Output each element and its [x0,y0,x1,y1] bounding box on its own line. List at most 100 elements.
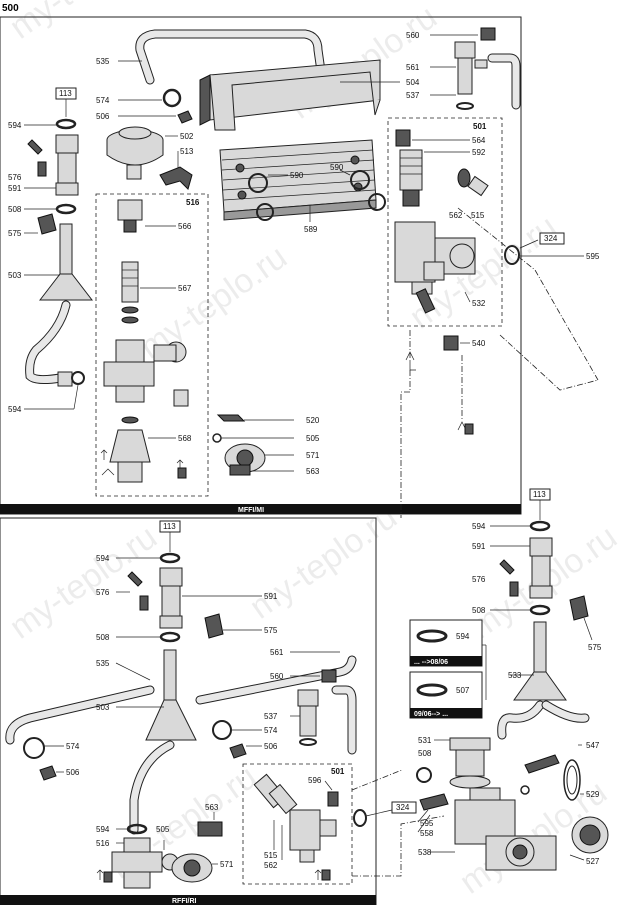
callout-r-591: 591 [472,542,486,551]
callout-591: 591 [8,184,22,193]
part-566-cap [117,199,143,233]
group-label-501-bottom: 501 [331,767,345,776]
part-592-cartridge [399,149,423,207]
part-568-filter-assembly [109,416,151,483]
callout-r-575: 575 [588,643,602,652]
part-504-insulation-cover [199,59,381,131]
part-560-plug [480,27,496,41]
callout-b-594: 594 [96,554,110,563]
part-503-pipe-bottom [129,649,197,835]
part-529-motor-head [571,816,609,854]
callout-502: 502 [180,132,194,141]
group-501-bottom [242,763,353,885]
part-589-heat-exchanger [219,139,377,221]
svg-text:594: 594 [456,632,470,641]
group-501-top [387,117,503,327]
top-section-bar [0,504,521,514]
callout-508: 508 [8,205,22,214]
callout-594-b: 594 [8,405,22,414]
part-590-seal-a [248,173,268,193]
part-576-clip-right [499,559,519,597]
svg-text:507: 507 [456,686,470,695]
callout-574: 574 [96,96,110,105]
svg-text:... -->08/06: ... -->08/06 [414,659,448,666]
part-506-clip [177,110,193,124]
svg-text:09/06--> ...: 09/06--> ... [414,711,448,718]
callout-r-531: 531 [418,736,432,745]
part-590-seal-d [368,193,386,211]
callout-b-575: 575 [264,626,278,635]
callout-b-591: 591 [264,592,278,601]
svg-text:324: 324 [396,803,410,812]
group-516-top [95,193,209,497]
callout-b-576: 576 [96,588,110,597]
callout-b-594-b: 594 [96,825,110,834]
part-508-seal-right [529,604,551,616]
part-501-valve-bottom [253,773,337,863]
part-594-seal-top [55,118,77,130]
callout-568: 568 [178,434,192,443]
part-520-clip [216,414,246,422]
callout-b-508: 508 [96,633,110,642]
callout-b-571: 571 [220,860,234,869]
part-591-union-bottom [159,567,183,629]
callout-b-596: 596 [308,776,322,785]
part-591-union-top [55,134,79,196]
part-561-drain-pipe [487,53,521,110]
bottom-section-frame [0,517,377,905]
callout-r-547: 547 [586,741,600,750]
callout-b-535: 535 [96,659,110,668]
callout-562: 562 [449,211,463,220]
part-564-sensor [395,129,411,147]
part-538-pump-body [454,787,557,871]
callout-b-503: 503 [96,703,110,712]
part-594-seal-right [529,520,551,532]
callout-b-506-a: 506 [66,768,80,777]
part-576-clip-bottom [127,571,149,611]
callout-561: 561 [406,63,420,72]
callout-590-b: 590 [330,163,344,172]
callout-564: 564 [472,136,486,145]
callout-537: 537 [406,91,420,100]
part-531-air-vent [449,737,491,789]
callout-b-537: 537 [264,712,278,721]
ref-box-324-top [539,232,565,245]
callout-575: 575 [8,229,22,238]
group-label-501-top: 501 [473,122,487,131]
part-595-clip-pump [419,793,449,811]
callout-594-a: 594 [8,121,22,130]
bottom-section-bar [0,895,376,905]
callout-b-558: 558 [420,829,434,838]
part-574-seal-bottom-left [23,737,45,759]
part-594-seal-bottom [71,371,85,385]
part-574-seal [162,88,182,108]
part-537-safety-valve-bottom [297,689,319,746]
part-533-pipe-right [497,621,590,740]
callout-b-505: 505 [156,825,170,834]
part-561-drain-bottom [331,685,357,755]
callout-r-529: 529 [586,790,600,799]
callout-b-560: 560 [270,672,284,681]
part-540-nut [443,335,459,351]
part-547-spring [563,759,581,801]
part-590-seal-c [350,170,370,190]
top-section-label: MFFI/MI [238,507,264,514]
part-576-clip-top [27,139,47,177]
part-575-clip-right [569,595,589,621]
part-563-sensor-bottom [197,821,223,837]
part-567-spring-assembly [121,261,139,324]
callout-515: 515 [471,211,485,220]
callout-r-508-b: 508 [418,749,432,758]
bottom-section-label: RFFI/RI [172,898,197,905]
callout-571: 571 [306,451,320,460]
part-532-valve-body [394,221,476,314]
svg-text:113: 113 [59,89,72,98]
callout-b-574-a: 574 [66,742,80,751]
part-562-sensor-plug [457,168,489,197]
part-563-sensor [229,464,251,476]
part-591-union-right [529,537,553,599]
callout-567: 567 [178,284,192,293]
callout-576: 576 [8,173,22,182]
callout-505: 505 [306,434,320,443]
